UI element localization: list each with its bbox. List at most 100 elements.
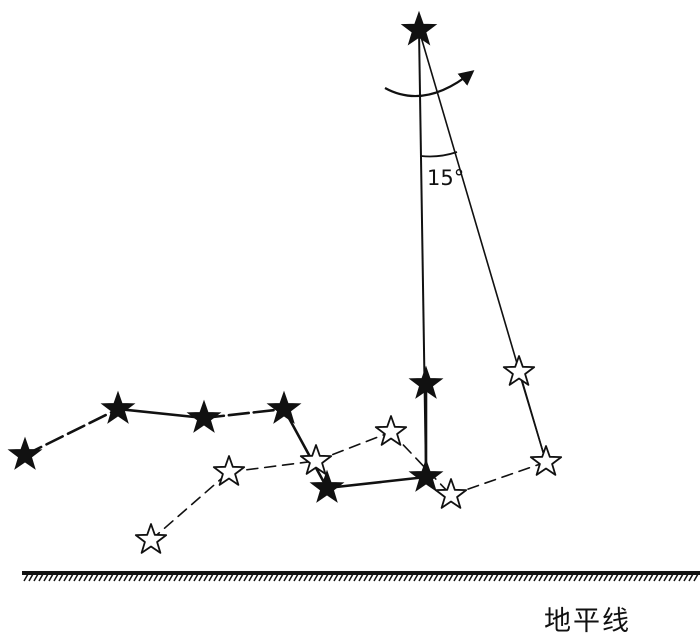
hatch-mark [603,573,609,582]
hatch-mark [168,573,174,582]
hatch-mark [413,573,419,582]
hatch-mark [403,573,409,582]
hatch-mark [643,573,649,582]
hatch-mark [378,573,384,582]
hatch-mark [678,573,684,582]
hatch-mark [308,573,314,582]
hatch-mark [388,573,394,582]
hatch-mark [288,573,294,582]
rotated-segment [228,460,317,473]
hatch-mark [158,573,164,582]
outline-star-icon [374,415,408,446]
hatch-mark [383,573,389,582]
hatch-mark [338,573,344,582]
hatch-mark [618,573,624,582]
original-segment [325,475,428,490]
hatch-mark [513,573,519,582]
hatch-mark [543,573,549,582]
hatch-mark [418,573,424,582]
hatch-mark [548,573,554,582]
hatch-mark [668,573,674,582]
hatch-mark [398,573,404,582]
hatch-mark [563,573,569,582]
hatch-mark [368,573,374,582]
hatch-mark [648,573,654,582]
rotated-segment [518,371,547,463]
hatch-mark [278,573,284,582]
hatch-mark [303,573,309,582]
hatch-mark [493,573,499,582]
hatch-mark [253,573,259,582]
hatch-mark [483,573,489,582]
hatch-mark [508,573,514,582]
hatch-mark [263,573,269,582]
hatch-mark [683,573,689,582]
hatch-mark [48,573,54,582]
hatch-mark [623,573,629,582]
hatch-mark [313,573,319,582]
hatch-mark [408,573,414,582]
hatch-mark [188,573,194,582]
hatch-mark [393,573,399,582]
hatch-mark [423,573,429,582]
angle-arc [420,151,458,158]
rotated-stars [134,355,563,554]
hatch-mark [283,573,289,582]
hatch-mark [693,573,699,582]
hatch-mark [33,573,39,582]
hatch-mark [463,573,469,582]
hatch-mark [143,573,149,582]
horizon-hatching [23,573,699,582]
hatch-mark [658,573,664,582]
horizon-label: 地平线 [544,606,631,637]
hatch-mark [478,573,484,582]
original-segment [116,407,206,420]
hatch-mark [573,573,579,582]
hatch-mark [113,573,119,582]
hatch-mark [268,573,274,582]
hatch-mark [568,573,574,582]
filled-star-icon [101,391,135,424]
hatch-mark [628,573,634,582]
hatch-mark [593,573,599,582]
hatch-mark [468,573,474,582]
hatch-mark [663,573,669,582]
filled-star-icon [267,391,301,424]
hatch-mark [243,573,249,582]
hatch-mark [238,573,244,582]
hatch-mark [653,573,659,582]
rotated-segment [150,471,230,541]
hatch-mark [503,573,509,582]
hatch-mark [688,573,694,582]
hatch-mark [248,573,254,582]
hatch-mark [588,573,594,582]
hatch-mark [103,573,109,582]
hatch-mark [178,573,184,582]
hatch-mark [153,573,159,582]
hatch-mark [498,573,504,582]
hatch-mark [358,573,364,582]
hatch-mark [193,573,199,582]
pole-lines [418,29,547,478]
hatch-mark [538,573,544,582]
rotated-segment [390,431,452,496]
hatch-mark [633,573,639,582]
original-segment [23,407,120,457]
hatch-mark [533,573,539,582]
hatch-mark [453,573,459,582]
hatch-mark [228,573,234,582]
hatch-mark [433,573,439,582]
hatch-mark [443,573,449,582]
hatch-mark [373,573,379,582]
hatch-mark [273,573,279,582]
rotation-arrow-icon [384,70,475,98]
hatch-mark [108,573,114,582]
original-constellation-lines [23,382,428,490]
hatch-mark [333,573,339,582]
hatch-mark [83,573,89,582]
angle-label: 15° [427,166,464,190]
filled-star-icon [8,437,42,470]
outline-star-icon [434,478,468,509]
outline-star-icon [502,355,536,386]
